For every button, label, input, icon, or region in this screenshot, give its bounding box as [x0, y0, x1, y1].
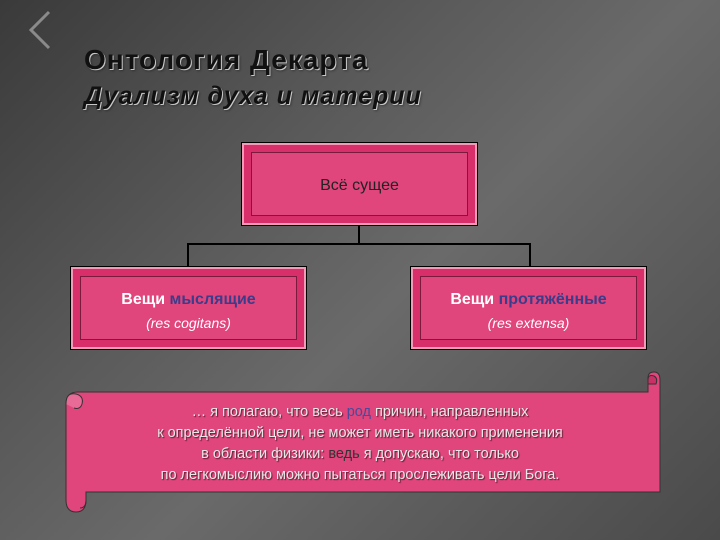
node-extended-accent: протяжённые — [498, 291, 607, 308]
node-thinking-label: Вещи мыслящие — [71, 291, 306, 309]
descartes-quote: … я полагаю, что весь род причин, направ… — [80, 402, 640, 486]
node-thinking-latin: (res cogitans) — [146, 315, 231, 331]
node-thinking-word: Вещи — [121, 291, 166, 308]
quote-line1a: … я полагаю, что весь — [191, 404, 347, 420]
quote-line1b: род — [346, 404, 371, 420]
quote-line4: по легкомыслию можно пытаться прослежива… — [160, 467, 560, 483]
slide-title: Онтология Декарта — [84, 44, 369, 75]
quote-line3c: я допускаю, что только — [359, 446, 519, 462]
chevron-bracket-icon — [28, 10, 51, 50]
node-thinking-accent: мыслящие — [169, 291, 256, 308]
quote-line3b: ведь — [328, 446, 360, 462]
root-node: Всё сущее — [241, 142, 478, 226]
node-extended-label: Вещи протяжённые — [411, 291, 646, 309]
node-thinking-things: Вещи мыслящие (res cogitans) — [70, 266, 307, 350]
node-extended-things: Вещи протяжённые (res extensa) — [410, 266, 647, 350]
root-node-label: Всё сущее — [320, 177, 399, 194]
node-extended-latin: (res extensa) — [487, 315, 570, 331]
slide-subtitle: Дуализм духа и материи — [84, 82, 422, 110]
quote-line3a: в области физики: — [201, 446, 329, 462]
quote-line1c: причин, направленных — [370, 404, 529, 420]
node-extended-word: Вещи — [450, 291, 495, 308]
quote-line2: к определённой цели, не может иметь ника… — [157, 425, 563, 441]
